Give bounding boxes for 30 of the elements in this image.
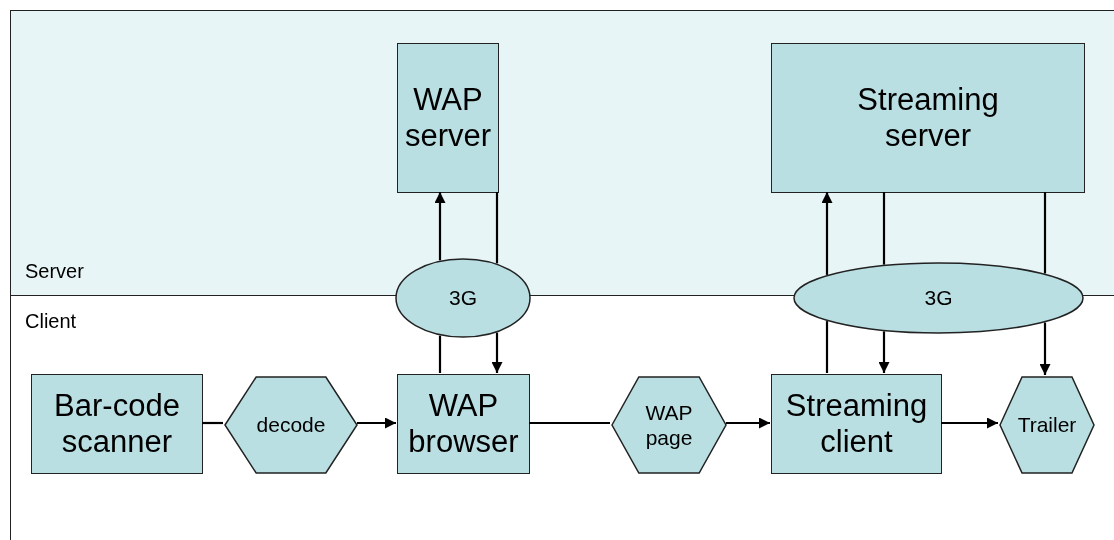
node-label: 3G: [924, 285, 953, 311]
node-label: decode: [256, 412, 326, 438]
hexagon-node: [611, 376, 727, 474]
lane-label: Client: [25, 310, 77, 333]
arrow: [357, 417, 396, 429]
process-box: [397, 43, 499, 193]
arrow: [821, 192, 833, 275]
node-label: Bar-code scanner: [53, 388, 181, 460]
node-label: WAP page: [644, 399, 694, 451]
network-ellipse: [395, 258, 531, 338]
node-label: WAP browser: [407, 388, 520, 460]
arrow: [941, 417, 998, 429]
node-label: Streaming server: [856, 82, 1000, 154]
node-label: Trailer: [1017, 412, 1077, 438]
node-label: WAP server: [403, 82, 493, 154]
arrow: [491, 332, 503, 373]
process-box: [397, 374, 530, 474]
lane-label: Server: [25, 260, 84, 283]
node-label: 3G: [449, 285, 477, 311]
process-box: [771, 374, 942, 474]
hexagon-node: [999, 376, 1095, 474]
arrow: [726, 417, 770, 429]
arrow: [434, 192, 446, 261]
process-box: [771, 43, 1085, 193]
process-box: [31, 374, 203, 474]
hexagon-node: [224, 376, 358, 474]
node-label: Streaming client: [784, 388, 929, 460]
arrow: [878, 331, 890, 373]
arrow: [1039, 322, 1051, 375]
network-ellipse: [793, 262, 1084, 334]
